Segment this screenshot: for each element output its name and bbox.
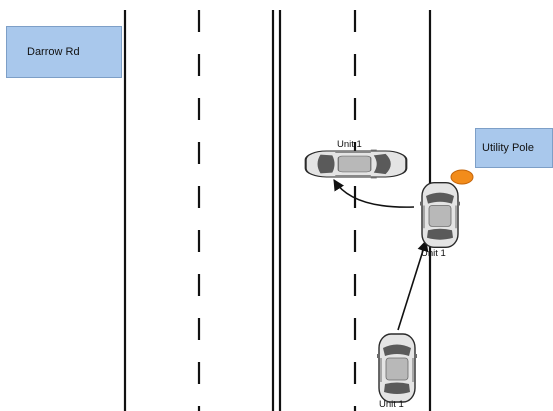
car-icon [304,148,408,180]
car-icon [419,181,461,249]
road-name-text: Darrow Rd [27,46,80,58]
unit-label-impact-position: Unit 1 [421,248,446,259]
car-icon [376,333,418,403]
path-arrow-straight [397,239,429,331]
utility-pole-text: Utility Pole [482,142,534,154]
utility-pole-label: Utility Pole [475,128,553,168]
vehicle-path [333,179,429,331]
path-arrow-curve [333,179,415,208]
orange-circle-icon [450,169,474,185]
unit-label-start-position: Unit 1 [379,399,404,410]
road-name-label: Darrow Rd [6,26,122,78]
unit-label-final-position: Unit 1 [337,139,362,150]
